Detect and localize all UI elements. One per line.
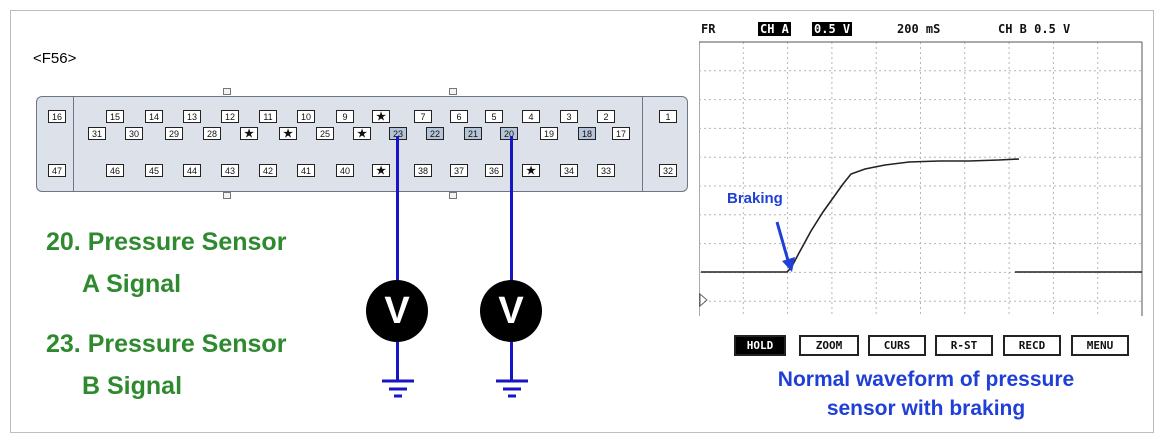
trigger-marker-icon [699,292,708,308]
voltmeter-pin23: V [366,280,428,342]
connector-pin: 38 [414,164,432,177]
connector-pin: 6 [450,110,468,123]
connector-pin: 15 [106,110,124,123]
scope-button-zoom[interactable]: ZOOM [799,335,859,356]
diagram-frame [10,10,1154,433]
connector-pin: 34 [560,164,578,177]
connector-pin: ★ [372,164,390,177]
braking-annotation: Braking [727,190,783,207]
connector-pin: 9 [336,110,354,123]
connector-pin: 7 [414,110,432,123]
connector-latch [449,192,457,199]
scope-ch-a-value: 0.5 V [812,22,853,36]
connector-pin: 46 [106,164,124,177]
connector-pin: 31 [88,127,106,140]
scope-ch-a: CH A [758,22,791,36]
ground-icon [496,379,528,398]
connector-pin: 30 [125,127,143,140]
scope-fr: FR [701,22,716,36]
connector-body [36,96,688,192]
scope-grid [699,41,1143,316]
connector-pin: ★ [353,127,371,140]
connector-pin: 19 [540,127,558,140]
scope-time: 200 mS [897,22,941,36]
braking-arrow-head-icon [782,257,795,272]
connector-pin: 13 [183,110,201,123]
connector-pin: ★ [372,110,390,123]
legend-item2-line2: B Signal [82,372,183,400]
ground-icon [382,379,414,398]
connector-pin: 22 [426,127,444,140]
scope-screen [699,41,1143,316]
voltmeter-pin20: V [480,280,542,342]
connector-pin: 29 [165,127,183,140]
scope-button-hold[interactable]: HOLD [734,335,786,356]
legend-item1-line1: 20. Pressure Sensor [46,228,287,256]
connector-pin: ★ [240,127,258,140]
connector-pin: 44 [183,164,201,177]
connector-pin: 25 [316,127,334,140]
connector-pin: ★ [279,127,297,140]
scope-button-menu[interactable]: MENU [1071,335,1129,356]
scope-button-recd[interactable]: RECD [1003,335,1061,356]
scope-button-curs[interactable]: CURS [868,335,926,356]
connector-pin: 20 [500,127,518,140]
connector-pin: 37 [450,164,468,177]
connector-divider-left [73,96,74,192]
connector-pin: 45 [145,164,163,177]
connector-pin: 5 [485,110,503,123]
connector-pin: 3 [560,110,578,123]
connector-pin: 41 [297,164,315,177]
connector-pin: 17 [612,127,630,140]
legend-item1-line2: A Signal [82,270,182,298]
braking-arrow-icon [775,221,791,265]
connector-pin: 14 [145,110,163,123]
connector-pin: 33 [597,164,615,177]
connector-latch [449,88,457,95]
wire-pin23 [396,136,399,281]
connector-pin: 40 [336,164,354,177]
connector-pin: 42 [259,164,277,177]
legend-item2-line1: 23. Pressure Sensor [46,330,287,358]
scope-button-r-st[interactable]: R-ST [935,335,993,356]
connector-latch [223,192,231,199]
connector-pin: 16 [48,110,66,123]
connector-pin: 2 [597,110,615,123]
connector-label: <F56> [33,50,77,67]
connector-pin: 21 [464,127,482,140]
connector-pin: 28 [203,127,221,140]
scope-caption-line1: Normal waveform of pressure [777,368,1075,391]
connector-pin: 11 [259,110,277,123]
connector-pin: 36 [485,164,503,177]
connector-pin: ★ [522,164,540,177]
connector-divider-right [642,96,643,192]
wire-ground-pin23 [396,342,399,382]
wire-pin20 [510,136,513,281]
waveform-trace [701,158,1020,273]
connector-pin: 4 [522,110,540,123]
scope-ch-b: CH B 0.5 V [998,22,1071,36]
connector-pin: 1 [659,110,677,123]
connector-latch [223,88,231,95]
wire-ground-pin20 [510,342,513,382]
connector-pin: 18 [578,127,596,140]
connector-pin: 12 [221,110,239,123]
connector-pin: 10 [297,110,315,123]
connector-pin: 32 [659,164,677,177]
connector-pin: 43 [221,164,239,177]
connector-pin: 47 [48,164,66,177]
scope-caption-line2: sensor with braking [826,397,1026,420]
